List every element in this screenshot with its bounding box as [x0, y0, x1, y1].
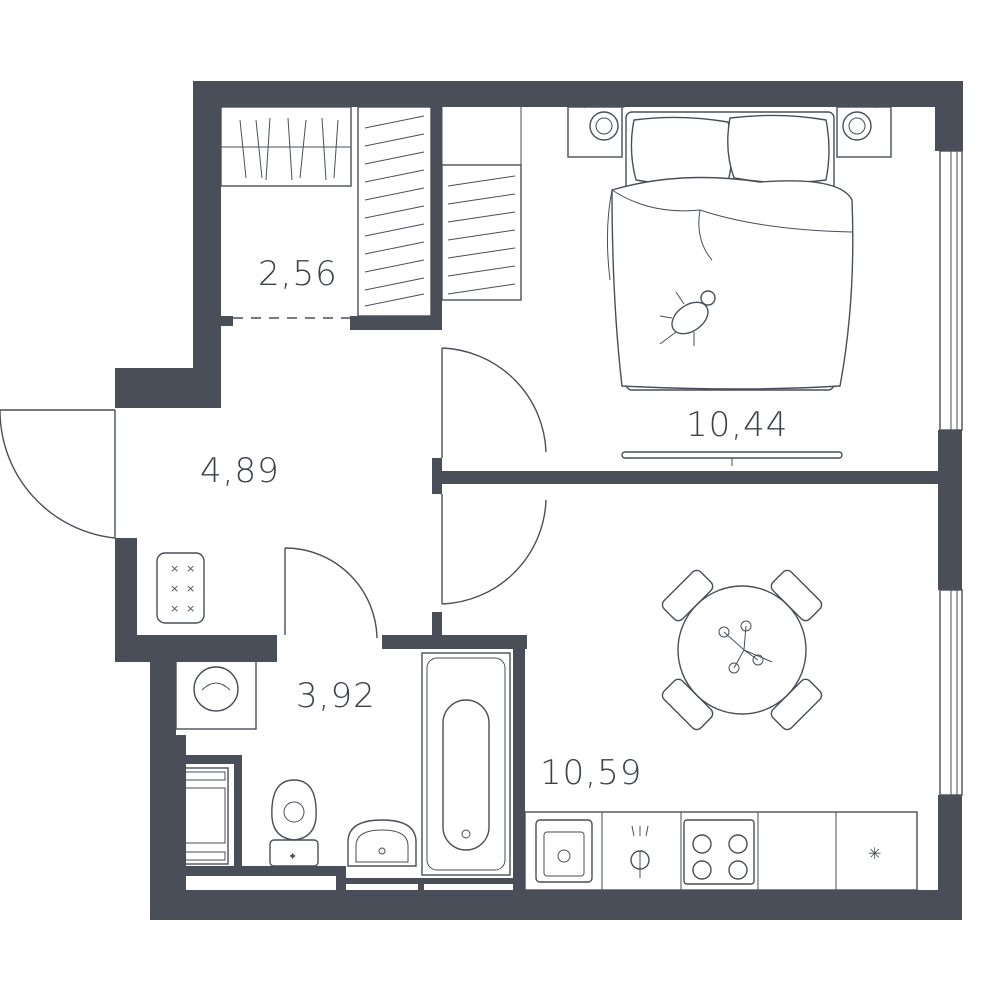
doors — [0, 317, 547, 639]
shoe-rack-icon: × × × × × × — [156, 552, 205, 624]
walls — [115, 81, 963, 920]
svg-text:×: × — [170, 602, 179, 615]
washer-icon — [175, 648, 257, 730]
bed-icon — [567, 103, 892, 466]
hall-area-label: 4,89 — [200, 451, 280, 491]
sink-icon — [347, 819, 417, 867]
oven-icon — [535, 819, 593, 883]
spark-icon: ✳ — [868, 844, 881, 863]
svg-text:×: × — [186, 602, 195, 615]
wardrobe-area-label: 2,56 — [258, 254, 338, 294]
svg-text:✳: ✳ — [868, 844, 881, 863]
svg-text:×: × — [186, 562, 195, 575]
cat-icon — [659, 290, 716, 346]
bedroom-area-label: 10,44 — [686, 405, 788, 445]
kitchen-counter — [524, 811, 918, 891]
stove-icon — [683, 819, 755, 885]
svg-text:×: × — [186, 582, 195, 595]
svg-text:×: × — [170, 582, 179, 595]
svg-text:✦: ✦ — [288, 850, 297, 863]
toilet-icon: ✦ — [269, 779, 319, 867]
dining-table-icon — [661, 569, 823, 731]
faucet-icon — [630, 825, 650, 878]
wardrobe-icon — [441, 107, 522, 301]
bathtub-icon — [421, 652, 511, 876]
windows — [939, 150, 963, 796]
bathroom-area-label: 3,92 — [296, 676, 376, 716]
cabinet-icon — [178, 767, 229, 865]
kitchen-area-label: 10,59 — [540, 753, 642, 793]
svg-text:×: × — [170, 562, 179, 575]
wardrobe-icon — [220, 106, 432, 317]
